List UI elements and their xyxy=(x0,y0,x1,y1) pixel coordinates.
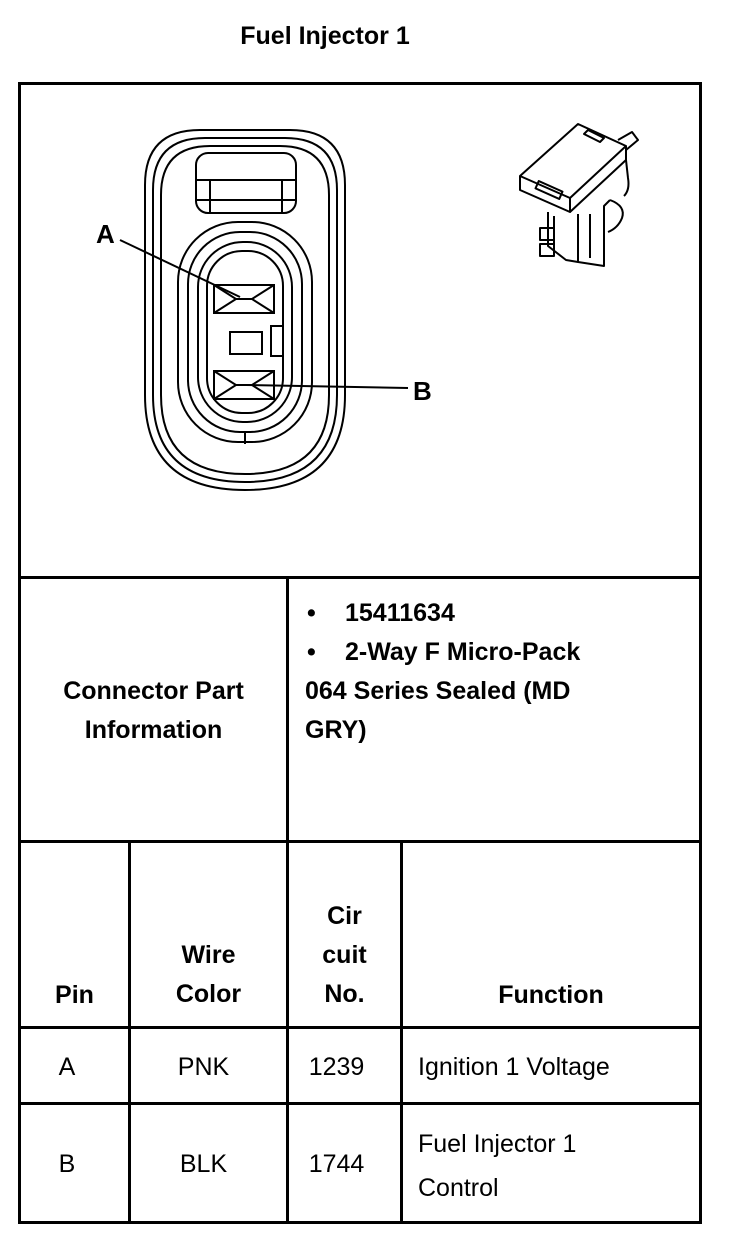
divider-row-a xyxy=(18,1102,702,1105)
connector-face-diagram xyxy=(119,129,409,492)
divider-table-header xyxy=(18,1026,702,1029)
connector-info-label-line2: Information xyxy=(84,716,223,744)
divider-connector-info xyxy=(18,840,702,843)
header-pin: Pin xyxy=(55,981,94,1009)
row-a-wire-color: PNK xyxy=(177,1053,230,1081)
header-circuit-line2: cuit xyxy=(322,941,367,969)
pin-b-callout: B xyxy=(413,376,432,406)
header-circuit-line3: No. xyxy=(324,980,365,1008)
connector-info-label-line1: Connector Part xyxy=(63,677,244,705)
pin-b-leader xyxy=(245,384,409,389)
connector-description-line3: GRY) xyxy=(305,716,367,744)
connector-info-label: Connector Part Information xyxy=(21,672,286,750)
pin-a-callout: A xyxy=(96,219,115,249)
row-b-function: Fuel Injector 1 Control xyxy=(418,1122,698,1210)
row-a-pin: A xyxy=(58,1053,76,1081)
connector-description-line2: 064 Series Sealed (MD xyxy=(305,677,571,705)
row-b-function-line2: Control xyxy=(418,1174,499,1202)
header-wire-color-line2: Color xyxy=(175,980,242,1008)
bullet-marker: • xyxy=(307,638,316,666)
divider-vertical-pin xyxy=(128,840,131,1224)
bullet-marker: • xyxy=(307,599,316,627)
page-title: Fuel Injector 1 xyxy=(240,22,410,50)
row-b-circuit: 1744 xyxy=(308,1150,365,1178)
divider-vertical-circuit xyxy=(400,840,403,1224)
header-circuit-number: Cir cuit No. xyxy=(289,897,400,1014)
divider-diagram xyxy=(18,576,702,579)
pin-a-leader xyxy=(119,239,241,298)
row-b-wire-color: BLK xyxy=(179,1150,228,1178)
divider-vertical-main xyxy=(286,576,289,1224)
row-b-pin: B xyxy=(58,1150,76,1178)
row-a-function: Ignition 1 Voltage xyxy=(418,1053,610,1081)
row-b-function-line1: Fuel Injector 1 xyxy=(418,1130,577,1158)
connector-info-value: • 15411634 • 2-Way F Micro-Pack 064 Seri… xyxy=(305,594,695,750)
header-wire-color: Wire Color xyxy=(131,936,286,1014)
connector-description-item: • 2-Way F Micro-Pack xyxy=(305,633,695,672)
header-function: Function xyxy=(498,981,604,1009)
header-wire-color-line1: Wire xyxy=(181,941,236,969)
part-number-item: • 15411634 xyxy=(305,594,695,633)
connector-isometric-icon xyxy=(519,123,639,267)
row-a-circuit: 1239 xyxy=(308,1053,365,1081)
header-circuit-line1: Cir xyxy=(327,902,362,930)
connector-description-line1: 2-Way F Micro-Pack xyxy=(345,638,581,666)
part-number: 15411634 xyxy=(345,599,455,627)
connector-table-frame xyxy=(18,82,702,1224)
